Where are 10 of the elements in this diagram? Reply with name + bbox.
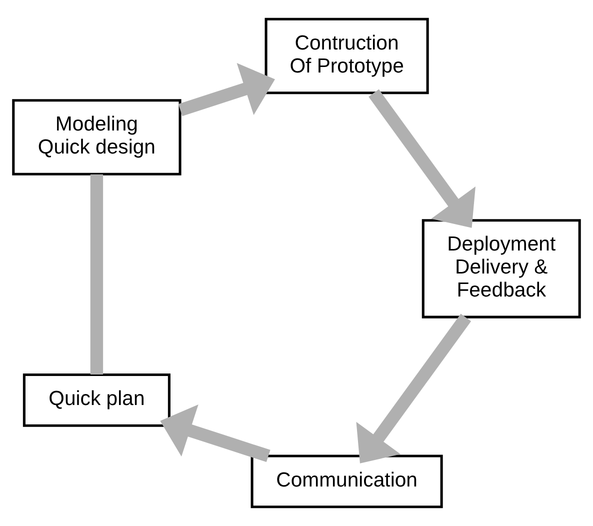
node-box: Modeling Quick design [12,99,182,176]
connector [90,174,104,375]
arrow [178,62,275,116]
node-box: Deployment Delivery & Feedback [422,219,581,318]
arrow [356,314,472,464]
arrow [160,404,270,462]
node-box: Communication [250,454,443,508]
arrow [368,89,476,228]
node-box: Quick plan [22,374,170,427]
node-box: Contruction Of Prototype [264,18,429,94]
